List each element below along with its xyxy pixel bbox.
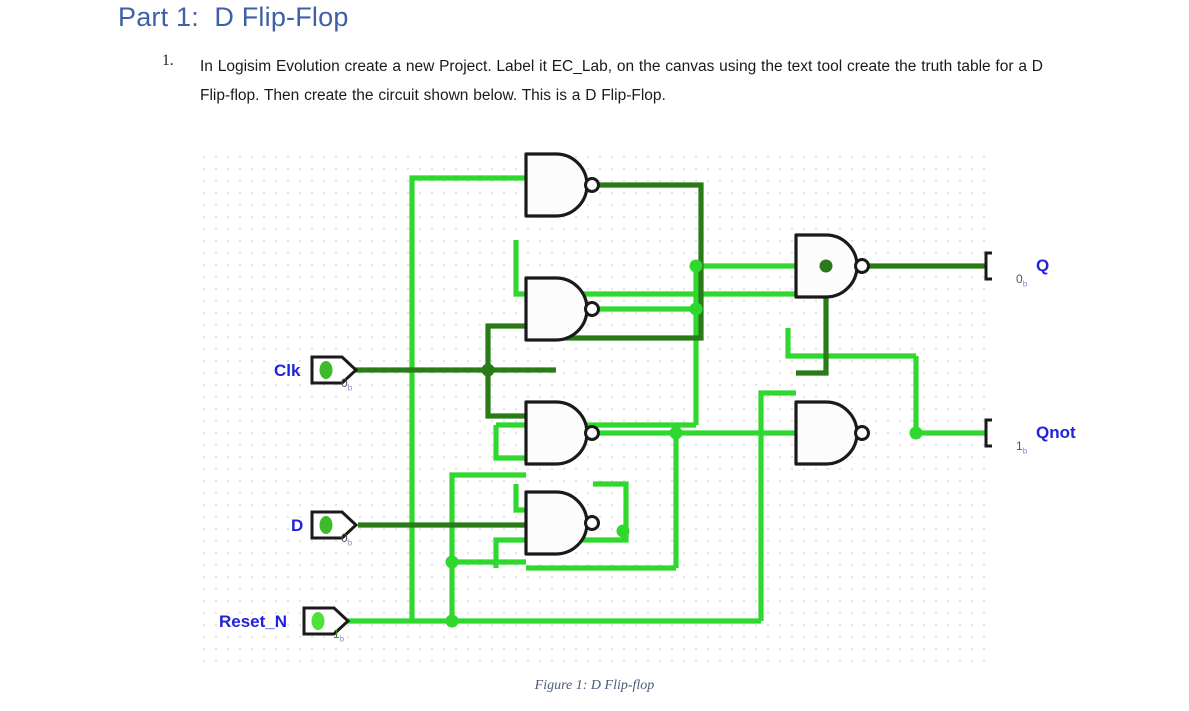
pin-value-q: 0b (996, 258, 1027, 302)
pin-value-d: 0b (321, 517, 352, 561)
pin-value-q-sub: b (1022, 279, 1028, 289)
nand-gate-4[interactable] (524, 490, 601, 556)
wire-group-low (348, 182, 986, 528)
nand-gate-6[interactable] (794, 400, 871, 466)
wire-q-feedback (796, 266, 829, 376)
pin-value-qnot-text: 1 (1016, 439, 1023, 453)
wire-clk-to-nand3 (485, 370, 526, 419)
wire-group-high (342, 175, 986, 624)
junction-q (819, 259, 833, 273)
pin-value-reset-n: 1b (313, 613, 344, 657)
output-pin-qnot[interactable] (984, 418, 992, 448)
pin-label-qnot: Qnot (1036, 423, 1076, 442)
circuit-schematic (302, 152, 992, 636)
wire-reset-to-nand3 (449, 472, 526, 562)
wire-reset-to-nand1 (409, 175, 526, 621)
pin-value-clk-text: 0 (341, 376, 348, 390)
junction-nand5-top (689, 259, 703, 273)
pin-value-qnot: 1b (996, 425, 1027, 469)
wire-reset-to-nand6 (758, 390, 796, 621)
figure-caption: Figure 1: D Flip-flop (534, 678, 655, 693)
list-item-number: 1. (162, 52, 174, 69)
pin-value-reset-n-text: 1 (333, 627, 340, 641)
wire-nand3-wrap (513, 484, 526, 513)
pin-value-clk-sub: b (347, 383, 353, 393)
instruction-text: In Logisim Evolution create a new Projec… (200, 58, 1043, 104)
junction-nand4b-out (616, 524, 630, 538)
pin-value-q-text: 0 (1016, 272, 1023, 286)
wire-nand4-topin (493, 425, 526, 461)
wire-nand5-lowin (785, 328, 916, 359)
wire-clk-to-nand2 (485, 323, 526, 370)
junction-nand2-out (689, 302, 703, 316)
logisim-canvas[interactable]: Clk 0b D 0b Reset_N 1b 0b Q 1b Qnot (196, 148, 1076, 664)
wire-junctions (445, 259, 923, 628)
pin-label-clk: Clk (274, 361, 301, 380)
pin-value-clk: 0b (321, 362, 352, 406)
nand-gate-2[interactable] (524, 276, 601, 342)
pin-label-reset-n: Reset_N (219, 612, 288, 631)
input-pin-clk[interactable] (310, 355, 359, 385)
junction-nand4-out (669, 426, 683, 440)
junction-reset-trunk (445, 614, 459, 628)
junction-qnot (909, 426, 923, 440)
pin-value-qnot-sub: b (1022, 446, 1028, 456)
wire-nand1-out-to-nand2 (526, 182, 704, 341)
input-pin-d[interactable] (310, 510, 359, 540)
wire-nand1-lowin-feed (513, 240, 836, 297)
pin-value-reset-n-sub: b (339, 634, 345, 644)
page-title: Part 1: D Flip-Flop (118, 2, 349, 32)
pin-value-d-sub: b (347, 538, 353, 548)
nand-gate-1[interactable] (524, 152, 601, 218)
pin-value-d-text: 0 (341, 531, 348, 545)
pin-label-q: Q (1036, 256, 1050, 275)
output-pin-q[interactable] (984, 251, 992, 281)
pin-label-d: D (291, 516, 304, 535)
input-pin-reset-n[interactable] (302, 606, 351, 636)
nand-gate-3[interactable] (524, 400, 601, 466)
junction-clk (481, 363, 495, 377)
junction-reset-branch (445, 555, 459, 569)
wire-nand3-out-loop (493, 481, 629, 568)
